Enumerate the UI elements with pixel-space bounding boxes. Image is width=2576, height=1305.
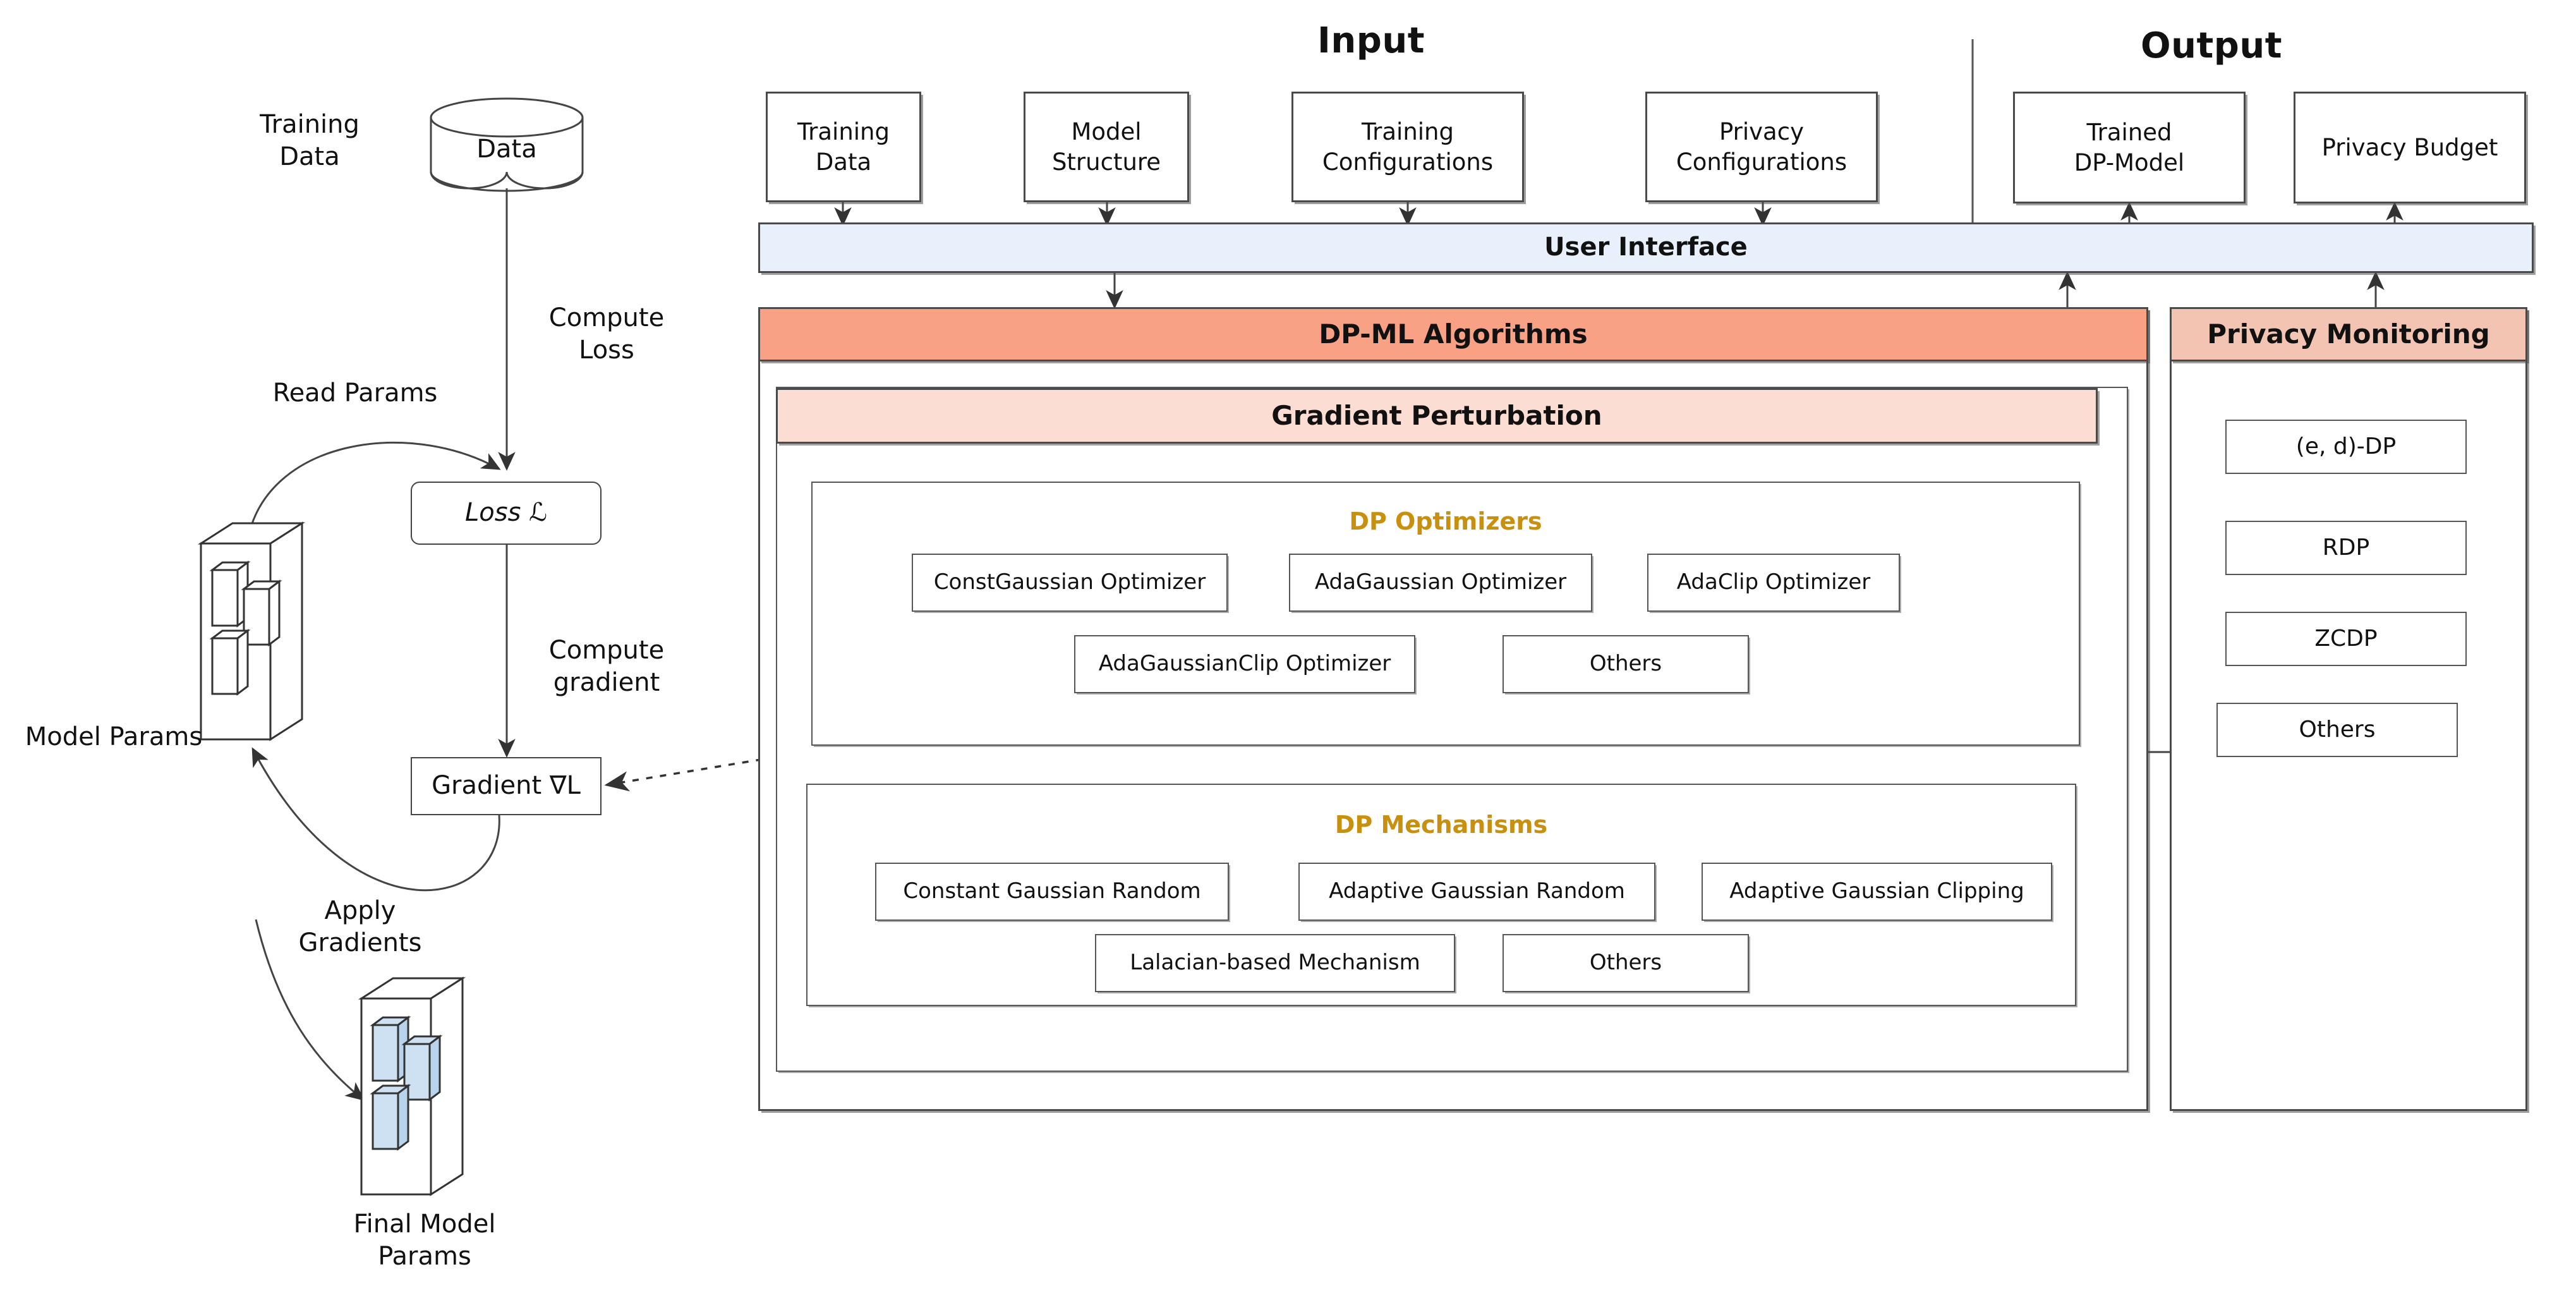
pm-chip-others[interactable]: Others xyxy=(2216,703,2458,757)
gradient-node[interactable]: Gradient ∇L xyxy=(411,757,602,815)
input-box-model-structure[interactable]: Model Structure xyxy=(1024,92,1189,202)
input-box-training-configurations[interactable]: Training Configurations xyxy=(1291,92,1524,202)
chip-lalacian-based-mechanism[interactable]: Lalacian-based Mechanism xyxy=(1095,934,1455,992)
data-cylinder-icon xyxy=(430,97,584,192)
input-box-training-data[interactable]: Training Data xyxy=(766,92,921,202)
output-title: Output xyxy=(2141,25,2282,67)
final-model-params-icon xyxy=(358,976,466,1196)
compute-loss-label: Compute Loss xyxy=(548,303,665,365)
chip-adaptive-gaussian-clipping[interactable]: Adaptive Gaussian Clipping xyxy=(1702,863,2052,921)
privacy-monitoring-header: Privacy Monitoring xyxy=(2170,307,2527,361)
loss-node[interactable]: Loss ℒ xyxy=(411,482,602,545)
edge-dpml-to-gradient-dotted xyxy=(604,756,777,792)
input-box-privacy-configurations[interactable]: Privacy Configurations xyxy=(1645,92,1878,202)
pm-chip-e-d-dp[interactable]: (e, d)-DP xyxy=(2225,420,2467,474)
chip-adagaussianclip-optimizer[interactable]: AdaGaussianClip Optimizer xyxy=(1074,635,1415,693)
chip-mechanisms-others[interactable]: Others xyxy=(1503,934,1749,992)
edge-apply-gradients xyxy=(251,747,500,892)
dp-optimizers-container xyxy=(811,482,2080,746)
input-title: Input xyxy=(1317,20,1425,62)
model-params-icon xyxy=(197,521,306,741)
pm-chip-zcdp[interactable]: ZCDP xyxy=(2225,612,2467,666)
apply-gradients-label: Apply Gradients xyxy=(298,895,422,957)
compute-gradient-label: Compute gradient xyxy=(548,635,665,697)
edge-read-params xyxy=(246,441,501,541)
chip-constant-gaussian-random[interactable]: Constant Gaussian Random xyxy=(875,863,1229,921)
final-model-params-label: Final Model Params xyxy=(353,1209,496,1271)
chip-optimizers-others[interactable]: Others xyxy=(1503,635,1749,693)
read-params-label: Read Params xyxy=(272,379,438,408)
model-params-label: Model Params xyxy=(25,722,203,752)
chip-adaptive-gaussian-random[interactable]: Adaptive Gaussian Random xyxy=(1298,863,1655,921)
dp-optimizers-title: DP Optimizers xyxy=(1349,507,1542,535)
output-box-privacy-budget[interactable]: Privacy Budget xyxy=(2294,92,2526,203)
chip-constgaussian-optimizer[interactable]: ConstGaussian Optimizer xyxy=(912,554,1228,612)
dp-ml-algorithms-header: DP-ML Algorithms xyxy=(758,307,2148,361)
chip-adagaussian-optimizer[interactable]: AdaGaussian Optimizer xyxy=(1289,554,1592,612)
chip-adaclip-optimizer[interactable]: AdaClip Optimizer xyxy=(1647,554,1900,612)
dp-mechanisms-title: DP Mechanisms xyxy=(1334,810,1548,839)
pm-chip-rdp[interactable]: RDP xyxy=(2225,521,2467,575)
user-interface-bar[interactable]: User Interface xyxy=(758,222,2534,273)
training-data-label: Training Data xyxy=(260,109,360,171)
data-cylinder-label: Data xyxy=(476,135,537,164)
gradient-perturbation-header: Gradient Perturbation xyxy=(776,388,2098,444)
output-box-trained-dp-model[interactable]: Trained DP-Model xyxy=(2013,92,2246,203)
edge-to-final-model-params xyxy=(255,919,365,1101)
